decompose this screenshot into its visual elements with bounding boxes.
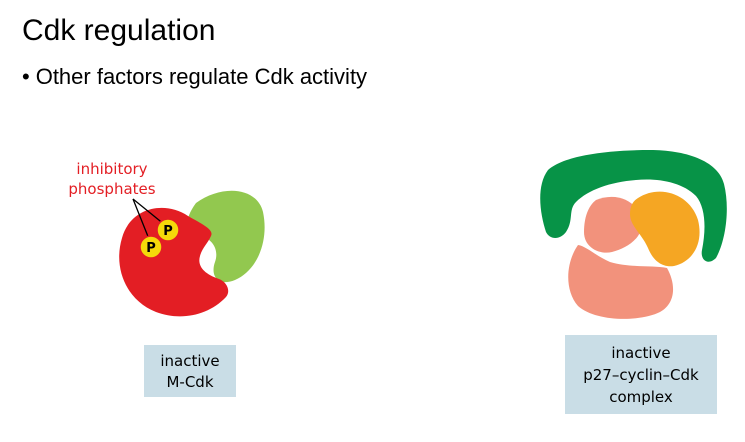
p27-caption-box (565, 335, 717, 414)
cdk-shape (119, 207, 229, 317)
bullet-text: Other factors regulate Cdk activity (35, 64, 368, 89)
m-cdk-caption-box (144, 345, 236, 397)
bullet-point: •Other factors regulate Cdk activity (22, 64, 367, 90)
p27-caption-line2: p27–cyclin–Cdk (583, 366, 699, 384)
cyclin-orange-shape (630, 191, 700, 267)
callout-line-2 (132, 198, 166, 226)
p27-complex-group: inactive p27–cyclin–Cdk complex (540, 150, 727, 414)
cdk-salmon-shape (568, 245, 674, 319)
phosphate-circle-2 (139, 235, 163, 259)
p27-caption-line1: inactive (611, 344, 670, 362)
p27-shape (540, 150, 727, 262)
m-cdk-caption-line1: inactive (160, 352, 219, 370)
phosphate-label-2: P (146, 241, 156, 256)
callout-inhibitory: inhibitory (76, 160, 147, 178)
p27-caption-line3: complex (609, 388, 673, 406)
slide-title: Cdk regulation (22, 14, 216, 47)
m-cdk-group: inhibitory phosphates P P inactive M-Cdk (68, 160, 265, 397)
bullet-marker: • (22, 64, 30, 89)
m-cdk-caption-line2: M-Cdk (166, 373, 213, 391)
phosphate-circle-1 (156, 218, 180, 242)
phosphate-label-1: P (163, 224, 173, 239)
cdk-salmon-upper-shape (584, 196, 642, 253)
callout-phosphates: phosphates (68, 180, 155, 198)
cyclin-shape (187, 190, 265, 283)
